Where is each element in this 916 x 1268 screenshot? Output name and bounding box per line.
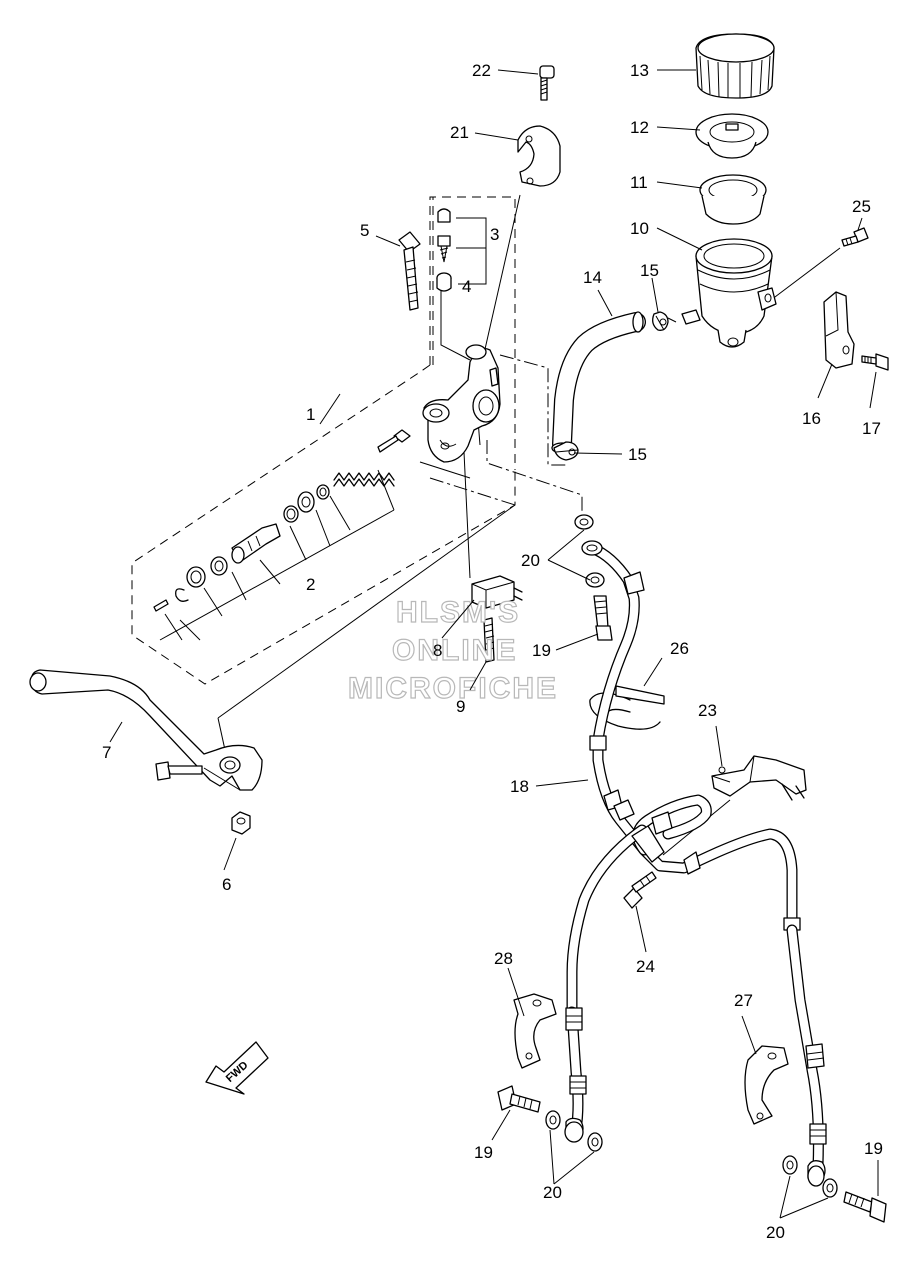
- watermark-line-2: ONLINE: [392, 634, 517, 667]
- callout-2: 2: [306, 575, 315, 594]
- callout-leaders: [109, 69, 879, 1219]
- callout-3: 3: [490, 225, 499, 244]
- callout-26: 26: [670, 639, 689, 658]
- callout-28: 28: [494, 949, 513, 968]
- nut-6: [231, 811, 251, 835]
- washer-20-upper-a: [574, 514, 594, 530]
- callout-9: 9: [456, 697, 465, 716]
- callout-24: 24: [636, 957, 655, 976]
- hose-clamp-15-lower: [553, 441, 579, 461]
- callout-15-lower: 15: [628, 445, 647, 464]
- callout-4: 4: [462, 277, 471, 296]
- callout-27: 27: [734, 991, 753, 1010]
- bracket-16: [823, 291, 855, 369]
- callout-10: 10: [630, 219, 649, 238]
- callout-21: 21: [450, 123, 469, 142]
- banjo-bolt-19-right: [843, 1191, 887, 1223]
- brake-hose-18: [566, 540, 801, 1018]
- brake-hose-right-lower: [786, 924, 827, 1183]
- brake-lever-7: [29, 669, 263, 791]
- callout-19-upper: 19: [532, 641, 551, 660]
- banjo-bolt-19-upper: [593, 595, 613, 641]
- callout-5: 5: [360, 221, 369, 240]
- callout-20-left: 20: [543, 1183, 562, 1202]
- watermark-line-1: HLSM'S: [396, 596, 520, 629]
- reservoir-10: [681, 238, 777, 348]
- holder-21: [517, 125, 561, 187]
- bleed-parts-3-4: [436, 208, 452, 292]
- callout-19-right: 19: [864, 1139, 883, 1158]
- watermark: HLSM'S ONLINE MICROFICHE: [347, 595, 558, 705]
- callout-17: 17: [862, 419, 881, 438]
- pivot-bolt: [155, 761, 203, 781]
- callout-14: 14: [583, 268, 602, 287]
- master-cylinder-body: [422, 344, 501, 463]
- callout-7: 7: [102, 743, 111, 762]
- washers-20-left: [545, 1110, 603, 1152]
- bracket-23: [711, 755, 807, 801]
- fwd-arrow-icon: FWD: [205, 1041, 269, 1095]
- callout-18: 18: [510, 777, 529, 796]
- callout-19-left: 19: [474, 1143, 493, 1162]
- kit-bracket-lines: [159, 469, 395, 641]
- callout-20-right: 20: [766, 1223, 785, 1242]
- callout-15-upper: 15: [640, 261, 659, 280]
- callout-12: 12: [630, 118, 649, 137]
- brake-hose-left-lower: [565, 1006, 587, 1142]
- bracket-27: [744, 1045, 789, 1125]
- callout-13: 13: [630, 61, 649, 80]
- callout-16: 16: [802, 409, 821, 428]
- reservoir-hose-14: [551, 311, 646, 454]
- bolt-22: [539, 65, 555, 101]
- reservoir-cap-13: [695, 33, 775, 99]
- screw-9: [483, 617, 495, 663]
- callout-8: 8: [433, 641, 442, 660]
- callout-1: 1: [306, 405, 315, 424]
- washers-20-right: [782, 1155, 838, 1198]
- callout-6: 6: [222, 875, 231, 894]
- hose-clamp-15-upper: [652, 311, 677, 331]
- callout-23: 23: [698, 701, 717, 720]
- watermark-line-3: MICROFICHE: [348, 672, 558, 705]
- diaphragm-11: [699, 174, 767, 225]
- piston-kit-2: [153, 429, 411, 612]
- bolt-5: [398, 231, 421, 311]
- callout-11: 11: [630, 173, 648, 192]
- bolt-24: [623, 871, 657, 909]
- washer-20-upper-b: [585, 572, 605, 588]
- callouts: 1 2 3 4 5 6 7 8 9 10 11 12 13 14 15 15 1…: [102, 61, 883, 1242]
- bracket-28: [513, 993, 557, 1069]
- diaphragm-plate-12: [695, 113, 769, 159]
- bolt-17: [861, 353, 889, 371]
- callout-20-upper: 20: [521, 551, 540, 570]
- banjo-bolt-19-left: [497, 1085, 541, 1113]
- callout-22: 22: [472, 61, 491, 80]
- screw-25: [841, 227, 869, 247]
- callout-25: 25: [852, 197, 871, 216]
